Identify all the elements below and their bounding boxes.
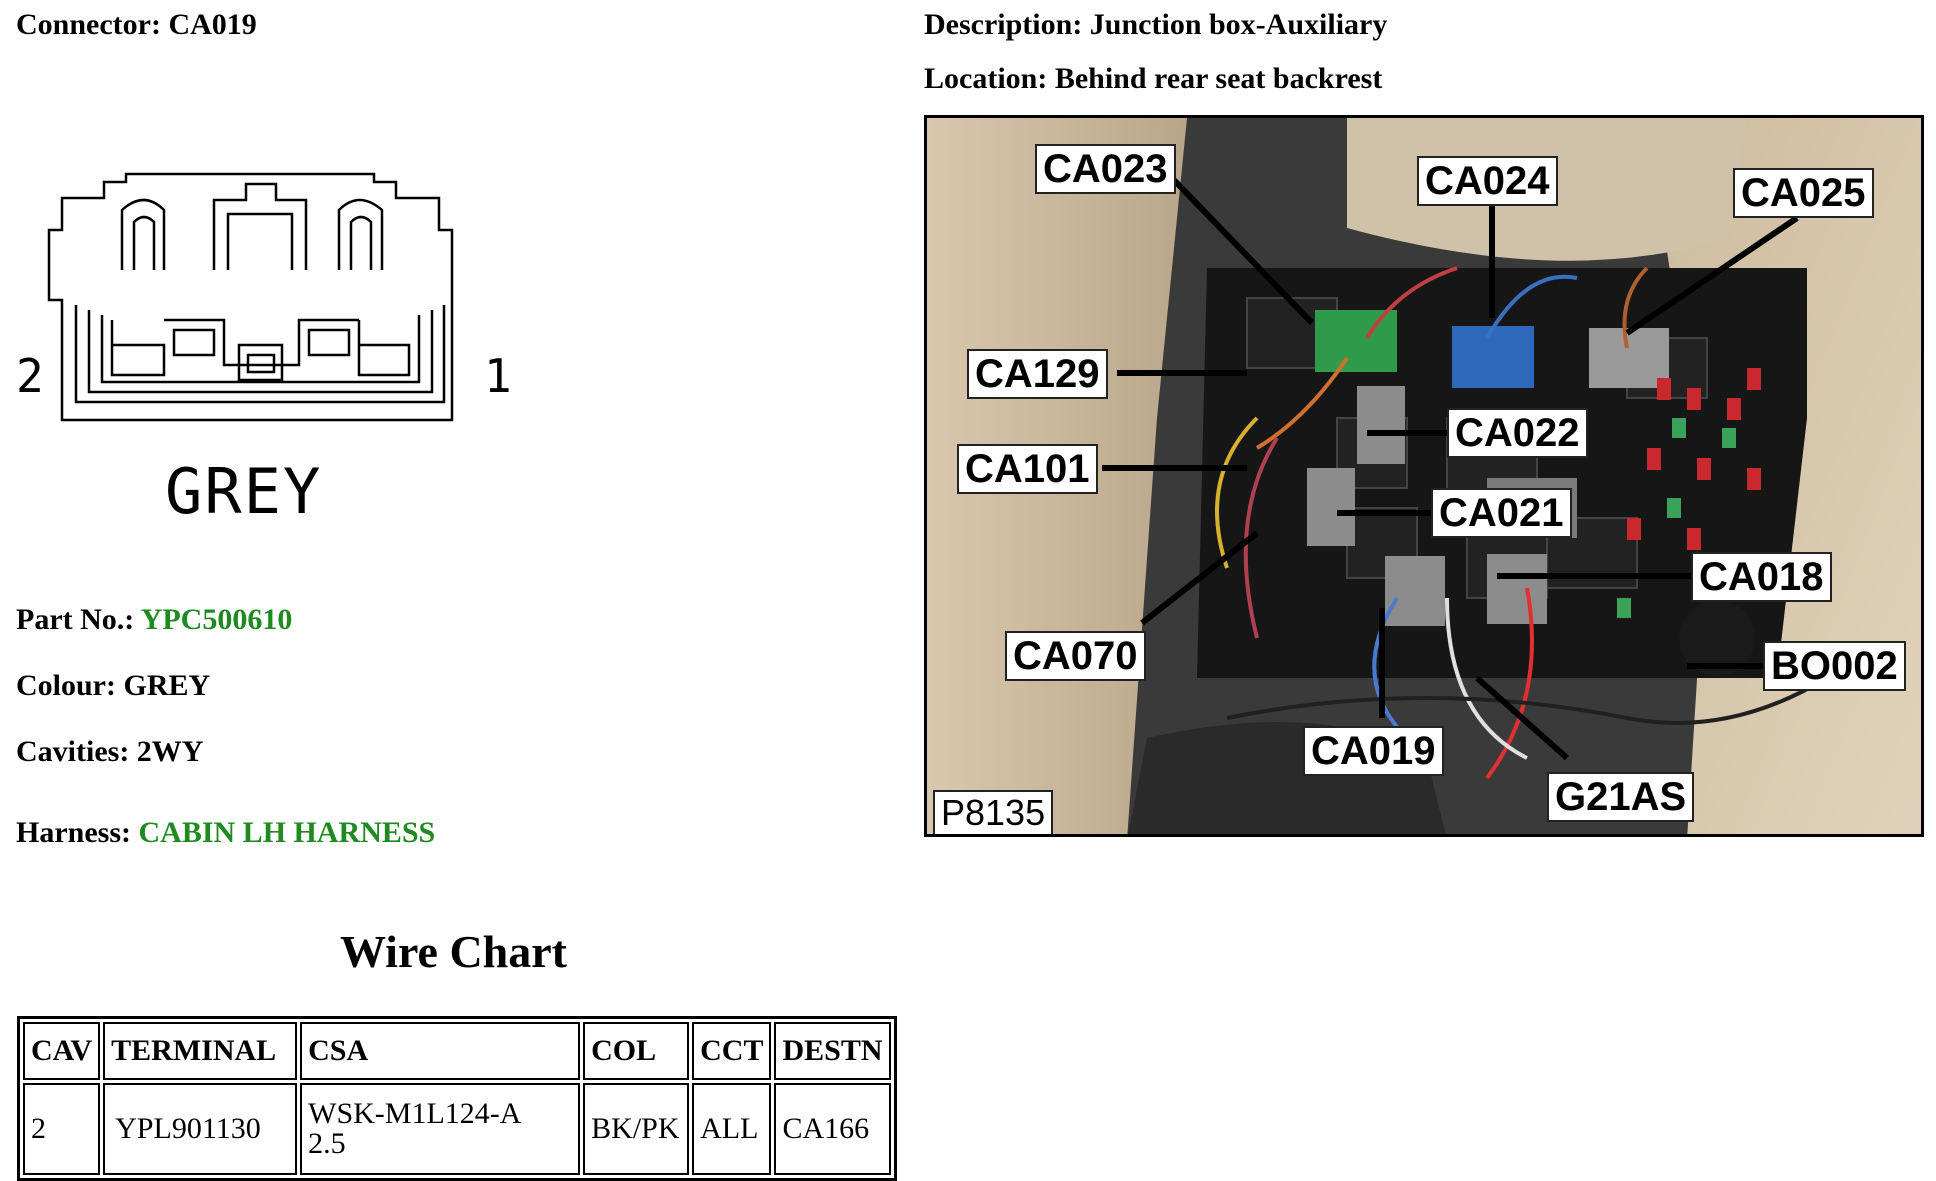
callout-ca018: CA018 (1691, 552, 1832, 602)
callout-g21as: G21AS (1547, 772, 1695, 822)
table-header-row: CAV TERMINAL CSA COL CCT DESTN (23, 1022, 891, 1080)
harness-label: Harness: (16, 816, 139, 849)
table-row: 2 YPL901130 WSK-M1L124-A 2.5 BK/PK ALL C… (23, 1083, 891, 1175)
location-label: Location: Behind rear seat backrest (924, 62, 1383, 95)
callout-bo002: BO002 (1763, 641, 1906, 691)
connector-colour-caption: GREY (165, 455, 323, 528)
cell-cav: 2 (23, 1083, 101, 1175)
connector-drawing: 2 1 (16, 172, 512, 422)
column-header-col: COL (583, 1022, 690, 1080)
callout-ca023: CA023 (1035, 144, 1176, 194)
callout-ca019: CA019 (1303, 726, 1444, 776)
callout-ca101: CA101 (957, 444, 1098, 494)
cell-csa: WSK-M1L124-A 2.5 (300, 1083, 581, 1175)
column-header-destn: DESTN (774, 1022, 891, 1080)
cell-cct: ALL (692, 1083, 772, 1175)
column-header-cct: CCT (692, 1022, 772, 1080)
cell-csa-line2: 2.5 (308, 1127, 346, 1160)
colour-label: Colour: GREY (16, 669, 211, 702)
callout-ca070: CA070 (1005, 631, 1146, 681)
column-header-terminal: TERMINAL (103, 1022, 298, 1080)
part-number-label: Part No.: (16, 603, 141, 636)
part-number-link[interactable]: YPC500610 (140, 603, 293, 636)
cell-terminal: YPL901130 (103, 1083, 298, 1175)
part-number-row: Part No.: YPC500610 (16, 603, 292, 637)
description-label: Description: Junction box-Auxiliary (924, 8, 1388, 41)
callout-ca025: CA025 (1733, 168, 1874, 218)
harness-row: Harness: CABIN LH HARNESS (16, 816, 435, 850)
column-header-csa: CSA (300, 1022, 581, 1080)
pin-2-label: 2 (16, 349, 44, 403)
connector-label: Connector: CA019 (16, 8, 257, 41)
cavities-label: Cavities: 2WY (16, 735, 204, 768)
column-header-cav: CAV (23, 1022, 101, 1080)
pin-1-label: 1 (484, 349, 512, 403)
callout-ca021: CA021 (1431, 488, 1572, 538)
wire-chart-title: Wire Chart (340, 926, 567, 977)
callout-ca129: CA129 (967, 349, 1108, 399)
junction-box-photo: CA023 CA024 CA025 CA129 CA022 CA101 CA02… (924, 115, 1924, 837)
cell-csa-line1: WSK-M1L124-A (308, 1097, 522, 1130)
callout-ca022: CA022 (1447, 408, 1588, 458)
harness-link[interactable]: CABIN LH HARNESS (138, 816, 436, 849)
cell-destn: CA166 (774, 1083, 891, 1175)
callout-ca024: CA024 (1417, 156, 1558, 206)
photo-reference: P8135 (933, 790, 1054, 834)
cell-col: BK/PK (583, 1083, 690, 1175)
wire-chart-table: CAV TERMINAL CSA COL CCT DESTN 2 YPL9011… (17, 1016, 897, 1181)
